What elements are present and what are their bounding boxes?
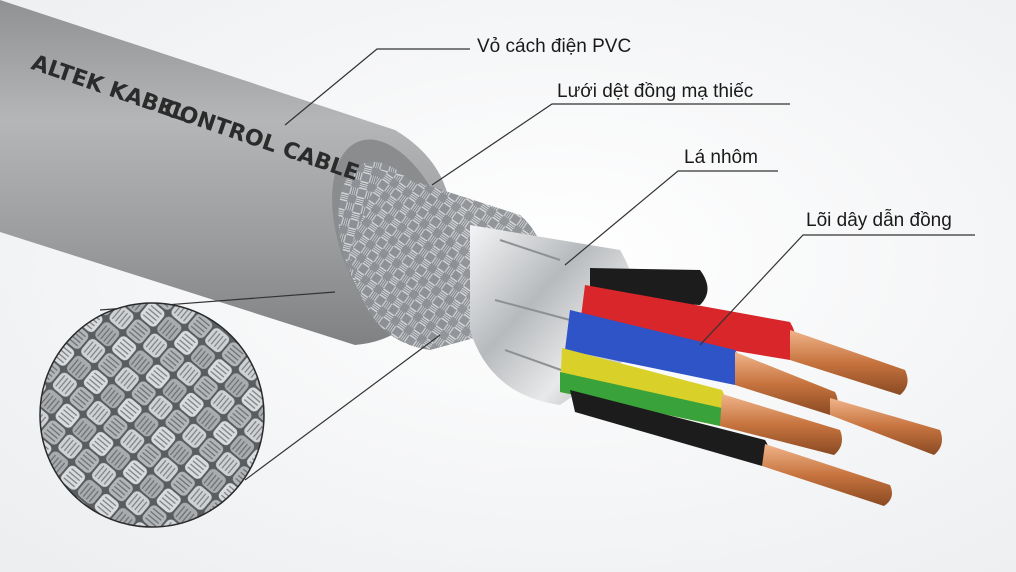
callout-label-conductors: Lõi dây dẫn đồng bbox=[806, 210, 952, 231]
conductor-black-bottom bbox=[570, 390, 892, 506]
leader-foil bbox=[564, 170, 778, 266]
callout-label-jacket: Vỏ cách điện PVC bbox=[477, 36, 632, 57]
conductor-blue bbox=[565, 310, 942, 455]
callout-label-foil: Lá nhôm bbox=[684, 147, 758, 168]
callout-label-braid: Lưới dệt đồng mạ thiếc bbox=[557, 81, 754, 102]
leader-conductors bbox=[699, 234, 975, 346]
leader-braid bbox=[431, 103, 790, 186]
conductor-yellow-green bbox=[560, 348, 842, 455]
leader-jacket bbox=[284, 48, 470, 126]
braid-zoom-callout bbox=[39, 291, 441, 528]
leader-lines bbox=[284, 48, 975, 346]
conductor-red bbox=[580, 285, 908, 395]
